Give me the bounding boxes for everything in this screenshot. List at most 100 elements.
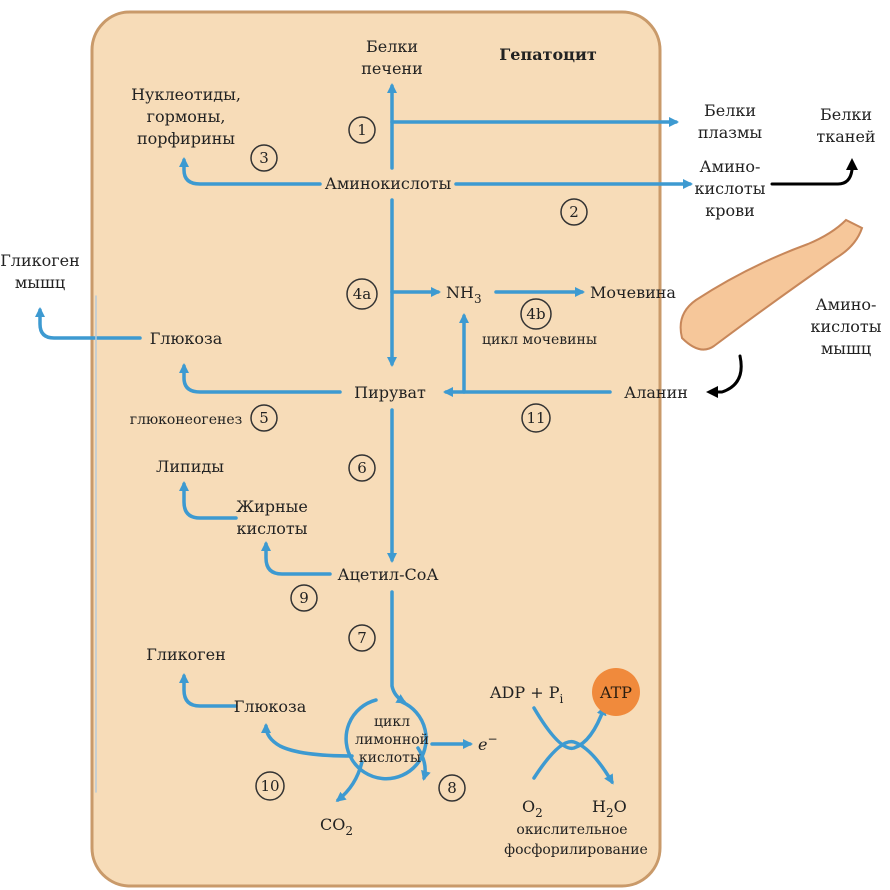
step-11-marker: 11 (521, 403, 551, 433)
urea-label: Мочевина (590, 283, 676, 302)
electron-label: e− (478, 732, 498, 754)
h2o-o: O (614, 797, 627, 816)
o2-sub: 2 (535, 806, 543, 820)
arrow-acetyl-to-fatty-acids (261, 541, 332, 576)
svg-text:2: 2 (569, 203, 579, 221)
h2o-sub: 2 (606, 806, 614, 820)
cell-title: Гепатоцит (499, 45, 597, 64)
electron-main: e (478, 735, 487, 754)
h2o-h: H (592, 797, 606, 816)
glucose-2-label: Глюкоза (234, 697, 307, 716)
glycogen-label: Гликоген (146, 645, 226, 664)
adp-label: ADP + Pi (489, 683, 564, 706)
adp-sub: i (560, 692, 564, 706)
plasma-proteins-label-1: Белки (704, 101, 756, 120)
arrow-tca-to-glucose (261, 723, 354, 758)
svg-text:11: 11 (526, 409, 545, 427)
h2o-label: H2O (592, 797, 627, 820)
step-6-marker: 6 (348, 454, 376, 482)
tca-label-2: лимонной (355, 732, 429, 748)
muscle-icon (679, 218, 864, 351)
pyruvate-label: Пируват (354, 383, 426, 402)
tissue-proteins-label-1: Белки (820, 105, 872, 124)
nucleotides-label-3: порфирины (137, 129, 235, 148)
arrow-glucose-to-glycogen (179, 673, 238, 708)
svg-text:10: 10 (260, 777, 279, 795)
tca-label-1: цикл (374, 714, 410, 730)
atp-circle (592, 668, 640, 716)
liver-proteins-label-1: Белки (366, 37, 418, 56)
co2-sub: 2 (345, 824, 353, 838)
arrow-to-tissue-proteins (770, 158, 858, 186)
step-10-marker: 10 (255, 771, 285, 801)
nucleotides-label-2: гормоны, (147, 107, 226, 126)
step-1-marker: 1 (348, 116, 376, 144)
muscle-aa-label-1: Амино- (816, 295, 877, 314)
nucleotides-label-1: Нуклеотиды, (131, 85, 241, 104)
arrow-glucose-to-muscle-glycogen (35, 307, 142, 340)
step-4b-marker: 4b (520, 298, 552, 330)
step-2-marker: 2 (560, 198, 588, 226)
fatty-acids-label-2: кислоты (236, 519, 307, 538)
oxphos-label-2: фосфорилирование (504, 842, 648, 858)
blood-aa-label-2: кислоты (694, 179, 765, 198)
step-3-marker: 3 (250, 144, 278, 172)
black-arrows (706, 158, 858, 398)
arrow-tca-inner (416, 746, 431, 781)
hepatocyte-cell (90, 10, 662, 888)
fatty-acids-label-1: Жирные (236, 497, 308, 516)
gluconeogenesis-label: глюконеогенез (130, 412, 243, 428)
oxphos-curve-adp-to-atp (532, 705, 607, 750)
step-7-marker: 7 (348, 624, 376, 652)
arrow-muscle-to-alanine (706, 354, 743, 398)
atp-label: ATP (599, 683, 632, 702)
muscle-glycogen-label-1: Гликоген (0, 251, 80, 270)
svg-text:7: 7 (357, 629, 367, 647)
muscle-glycogen-label-2: мышц (15, 273, 65, 292)
tca-cycle-circle (344, 698, 428, 781)
amino-acids-label: Аминокислоты (325, 174, 452, 193)
alanine-label: Аланин (624, 383, 688, 402)
o2-main: O (522, 797, 535, 816)
blue-pathways (35, 83, 693, 802)
nh3-label: NH3 (446, 283, 482, 306)
acetyl-coa-label: Ацетил-СоА (338, 565, 439, 584)
arrow-fatty-acids-to-lipids (179, 481, 238, 520)
muscle-aa-label-3: мышц (821, 339, 871, 358)
oxphos-label-1: окислительное (516, 822, 627, 838)
step-4a-marker: 4a (346, 278, 378, 310)
tissue-proteins-label-2: тканей (816, 127, 875, 146)
step-markers: 1 2 3 4a 4b 5 6 7 (250, 116, 588, 802)
nh3-sub: 3 (474, 292, 482, 306)
arrow-pyruvate-to-glucose (179, 363, 342, 394)
muscle-illustration (679, 218, 864, 351)
step-9-marker: 9 (290, 584, 318, 612)
svg-text:4b: 4b (526, 305, 545, 323)
plasma-proteins-label-2: плазмы (698, 123, 763, 142)
svg-text:5: 5 (259, 409, 269, 427)
o2-label: O2 (522, 797, 543, 820)
blood-aa-label-3: крови (705, 201, 755, 220)
co2-label: CO2 (320, 815, 353, 838)
tca-label-3: кислоты (359, 750, 421, 766)
arrow-to-nucleotides (179, 157, 322, 186)
arrow-tca-to-co2 (335, 760, 364, 802)
co2-main: CO (320, 815, 345, 834)
blood-aa-label-1: Амино- (700, 157, 761, 176)
svg-text:6: 6 (357, 459, 367, 477)
oxphos-curve-o2-to-h2o (532, 739, 614, 785)
step-8-marker: 8 (438, 774, 466, 802)
svg-text:8: 8 (447, 779, 457, 797)
svg-text:3: 3 (259, 149, 269, 167)
lipids-label: Липиды (156, 457, 224, 476)
svg-text:4a: 4a (353, 285, 372, 303)
svg-text:9: 9 (299, 589, 309, 607)
electron-sup: − (487, 732, 497, 746)
adp-main: ADP + P (489, 683, 560, 702)
muscle-aa-label-2: кислоты (810, 317, 881, 336)
nh3-main: NH (446, 283, 474, 302)
urea-cycle-label: цикл мочевины (482, 332, 597, 348)
step-5-marker: 5 (250, 404, 278, 432)
svg-text:1: 1 (357, 121, 367, 139)
